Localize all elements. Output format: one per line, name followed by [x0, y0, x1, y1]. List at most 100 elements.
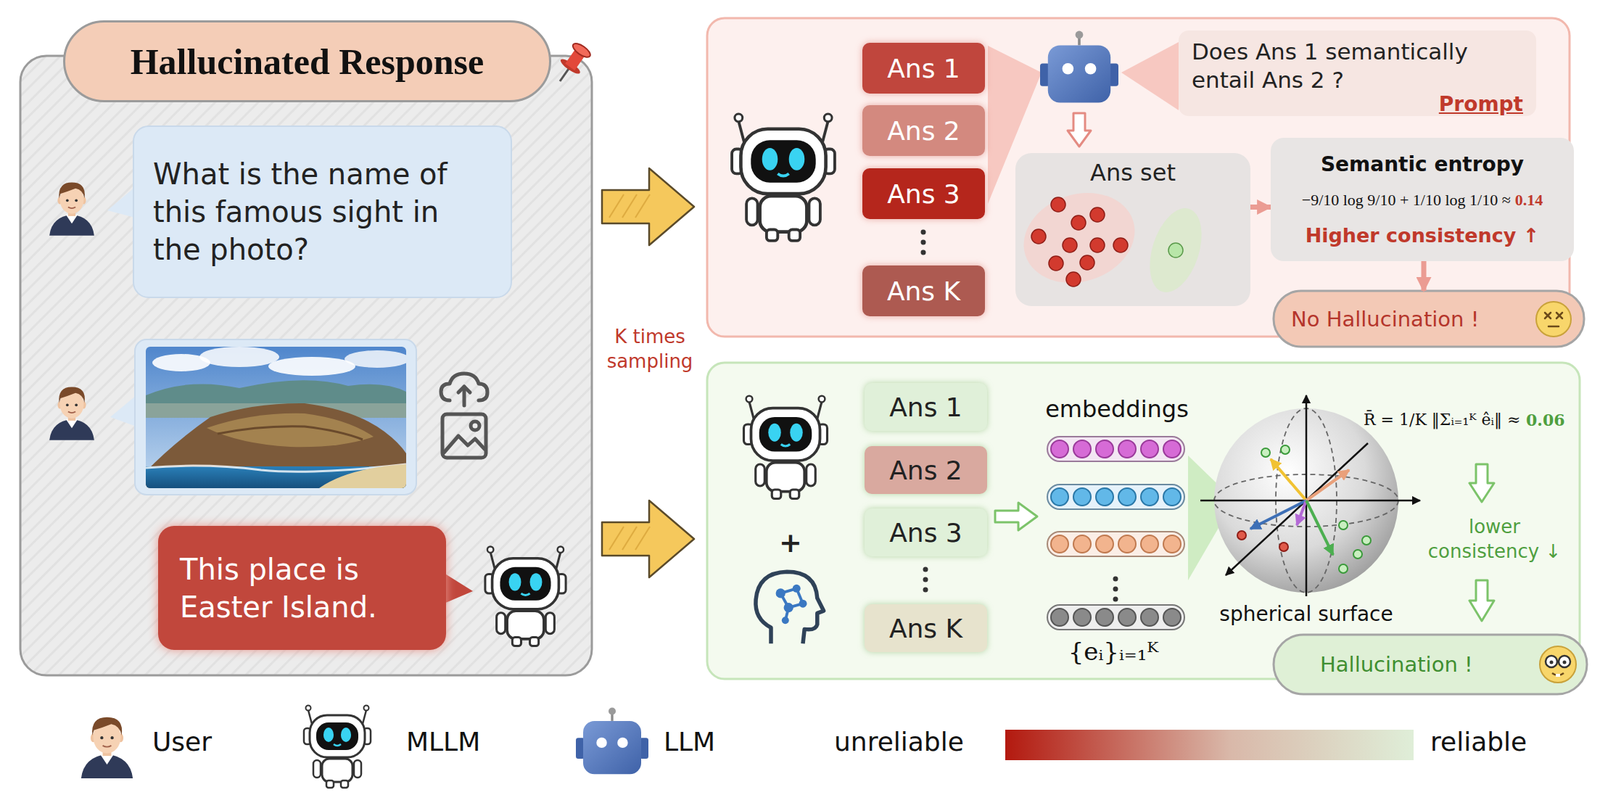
answer-box: Ans 1	[864, 382, 988, 431]
annotation-label: K times sampling	[599, 324, 701, 375]
answer-box: Ans 3	[864, 508, 988, 557]
answer-set-plot	[1031, 197, 1128, 287]
embedding-vector	[1050, 440, 1069, 458]
nerd-emoji	[1563, 660, 1567, 665]
flow-arrow	[601, 168, 695, 246]
user-avatar	[49, 182, 95, 236]
annotation-label: 0.06	[1526, 410, 1566, 430]
embedding-vector	[1095, 535, 1114, 553]
upload-icon	[458, 386, 470, 393]
ellipsis-dots	[923, 567, 1119, 602]
attention-wedge	[1121, 42, 1179, 111]
verdict-pill: Hallucination !	[1273, 634, 1587, 695]
unit-sphere	[1279, 542, 1289, 552]
annotation-label: R̄ = 1/K ‖Σᵢ₌₁ᴷ êᵢ‖ ≈	[1363, 410, 1521, 429]
flow-arrow	[601, 168, 695, 578]
flow-arrow	[1250, 204, 1271, 210]
answer-set-plot	[1011, 179, 1146, 297]
llm-icon	[1040, 31, 1119, 103]
photo	[199, 346, 280, 367]
annotation-label: spherical surface	[1197, 601, 1416, 626]
answer-box: Ans 2	[864, 446, 988, 494]
ellipsis-dots	[921, 250, 927, 256]
embedding-vector	[1073, 488, 1091, 506]
legend-text: LLM	[663, 726, 716, 757]
embedding-vector	[1050, 535, 1069, 553]
ellipsis-dots	[1113, 576, 1119, 582]
photo	[217, 426, 363, 440]
embedding-vector	[1073, 608, 1091, 626]
image-bubble	[110, 395, 137, 427]
legend-text: User	[152, 726, 212, 757]
node-text: Ans K	[889, 613, 963, 644]
embedding-vector	[1163, 535, 1181, 553]
unit-sphere	[1306, 500, 1334, 555]
photo	[145, 346, 407, 489]
left-panel	[20, 55, 592, 676]
hollow-arrow	[995, 502, 1038, 531]
upload-icon	[440, 373, 488, 458]
pushpin-icon	[570, 40, 593, 60]
node-text: Ans 2	[887, 116, 961, 146]
dizzy-emoji	[1536, 301, 1571, 337]
node-text: No Hallucination !	[1291, 306, 1479, 332]
annotation-label: unreliable	[834, 726, 964, 757]
unit-sphere	[1261, 448, 1270, 457]
dizzy-emoji	[1556, 312, 1563, 319]
embedding-vector	[1118, 488, 1136, 506]
flow-arrow	[1421, 261, 1427, 291]
legend-text: MLLM	[406, 726, 481, 757]
reliability-bar	[1005, 729, 1414, 761]
node-text: Hallucination !	[1320, 652, 1474, 677]
hatching	[635, 526, 650, 550]
answer-set-plot	[1090, 237, 1105, 253]
verdict-pill-shape	[1273, 634, 1587, 695]
unit-sphere	[1250, 500, 1307, 529]
bubble-tail	[443, 572, 473, 604]
upload-icon	[442, 414, 486, 458]
unit-sphere	[1305, 395, 1308, 597]
legend-entry: LLM	[663, 726, 716, 757]
answer-set-plot	[1062, 237, 1078, 253]
embedding-vector	[1047, 436, 1185, 462]
hollow-arrow	[1469, 580, 1495, 621]
answer-set-plot	[1113, 237, 1128, 253]
pushpin-icon	[550, 39, 594, 88]
ellipsis-dots	[921, 240, 927, 246]
verdict-pill-shape	[1273, 634, 1587, 695]
answer-set-plot	[1011, 153, 1251, 307]
node-text: This place is Easter Island.	[179, 550, 425, 626]
answer-set-plot	[1090, 207, 1105, 222]
unit-sphere	[1353, 549, 1363, 559]
legend-entry: MLLM	[406, 726, 481, 757]
flow-arrow	[601, 500, 695, 578]
ellipsis-dots	[923, 577, 929, 583]
embedding-vector	[1118, 440, 1136, 458]
user-avatar	[81, 717, 133, 779]
node-text: Ans 2	[889, 455, 963, 486]
node-text: Higher consistency ↑	[1277, 224, 1567, 247]
verdict-pill-shape	[1273, 290, 1585, 347]
node-text: Semantic entropy	[1277, 152, 1567, 177]
embedding-vector	[1047, 531, 1185, 557]
upload-icon	[470, 421, 480, 431]
panel-title: Hallucinated Response	[63, 20, 552, 103]
llm-icon	[575, 707, 649, 775]
answer-set-plot	[1140, 201, 1212, 299]
dizzy-emoji	[1544, 312, 1551, 319]
answer-set-plot	[1050, 197, 1066, 212]
embedding-vector	[1163, 440, 1181, 458]
embedding-vector	[1047, 436, 1185, 630]
embedding-vector	[1073, 535, 1091, 553]
answer-set-plot	[1048, 256, 1064, 271]
node-text: Prompt	[1438, 91, 1524, 117]
annotation-label: reliable	[1430, 726, 1527, 757]
embedding-vector	[1050, 440, 1181, 458]
nerd-emoji	[1558, 655, 1571, 668]
answer-set-plot	[1079, 255, 1095, 270]
photo	[206, 413, 374, 447]
user-avatar	[49, 387, 95, 441]
nerd-emoji	[1549, 660, 1554, 665]
hatching	[609, 194, 650, 550]
